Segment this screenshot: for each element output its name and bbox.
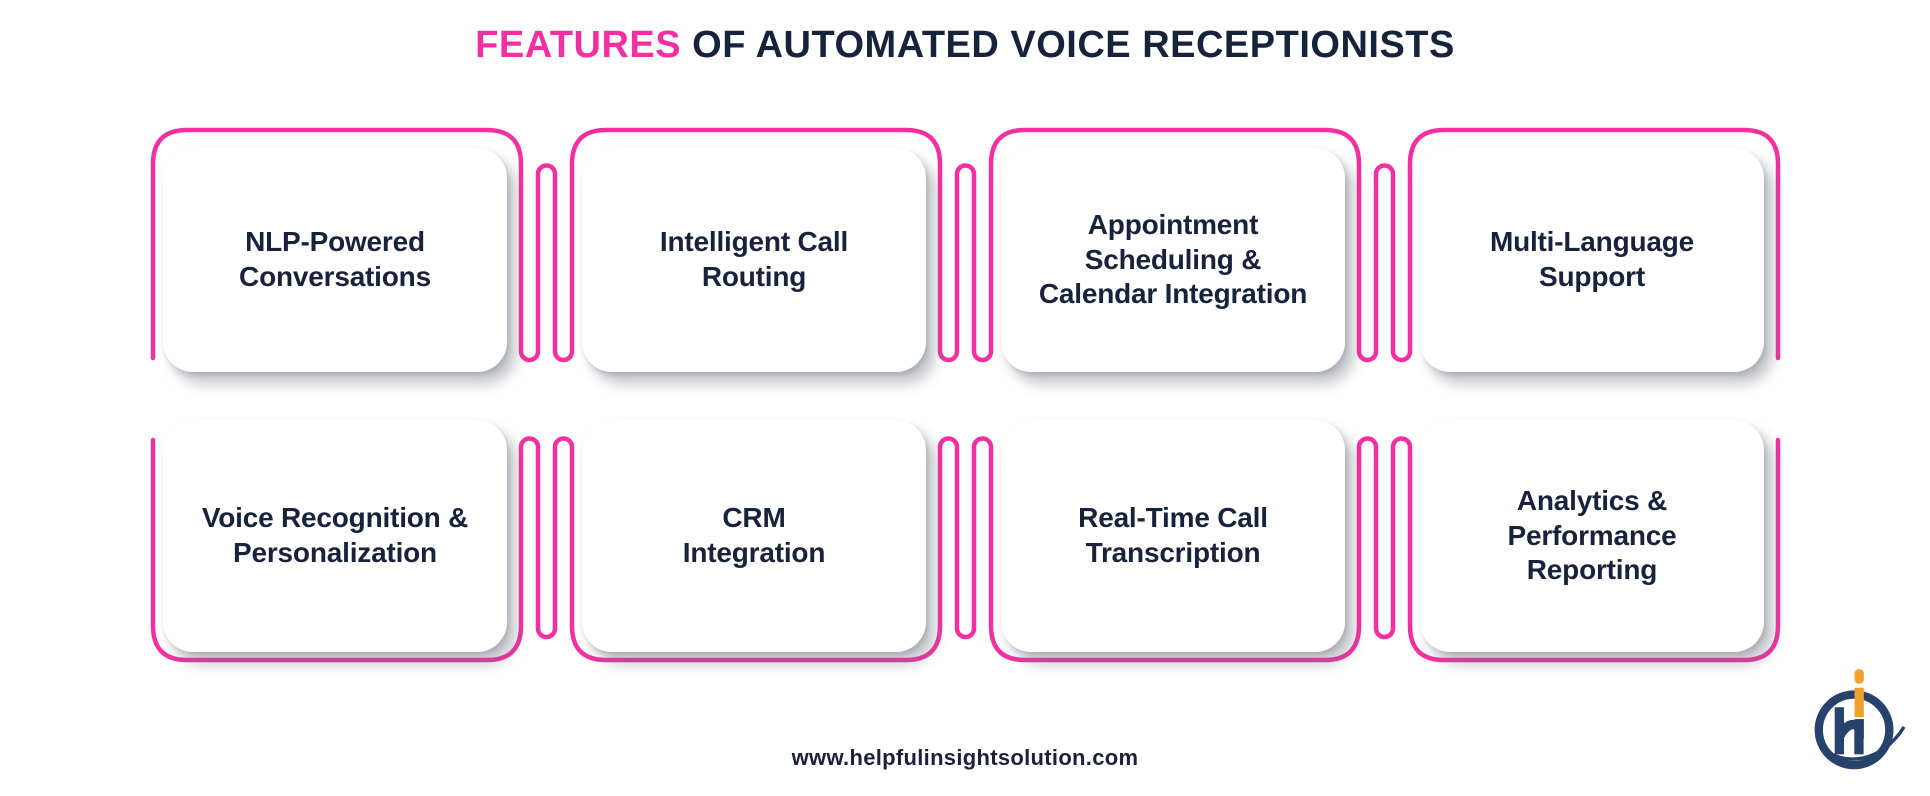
feature-card-label: Intelligent Call Routing: [659, 226, 849, 292]
feature-card-real-time-call-transcription: Real-Time Call Transcription: [1001, 420, 1345, 652]
feature-card-intelligent-call-routing: Intelligent Call Routing: [582, 148, 926, 372]
feature-card-label: NLP-Powered Conversations: [239, 226, 431, 292]
feature-card-voice-recognition-personalization: Voice Recognition & Personalization: [163, 420, 507, 652]
logo-ring: [1814, 690, 1894, 770]
helpful-insight-solution-logo-icon: [1814, 669, 1906, 770]
feature-card-label: Analytics & Performance Reporting: [1507, 484, 1677, 586]
logo-swoosh: [1819, 726, 1906, 761]
feature-card-label: Real-Time Call Transcription: [1078, 502, 1268, 568]
logo-letter-i-stem-orange: [1854, 687, 1864, 718]
logo-letter-i-stem-navy: [1854, 719, 1864, 739]
title-highlight: FEATURES: [475, 24, 682, 66]
feature-card-label: Voice Recognition & Personalization: [201, 502, 469, 568]
feature-card-label: Multi-Language Support: [1489, 226, 1695, 292]
page-title: FEATURES OF AUTOMATED VOICE RECEPTIONIST…: [0, 24, 1930, 67]
logo-letter-i-dot: [1854, 669, 1864, 684]
feature-card-multi-language-support: Multi-Language Support: [1420, 148, 1764, 372]
feature-card-label: Appointment Scheduling & Calendar Integr…: [1038, 208, 1308, 310]
website-url: www.helpfulinsightsolution.com: [791, 745, 1139, 770]
feature-card-crm-integration: CRM Integration: [582, 420, 926, 652]
feature-card-analytics-performance-reporting: Analytics & Performance Reporting: [1420, 420, 1764, 652]
feature-card-nlp-powered-conversations: NLP-Powered Conversations: [163, 148, 507, 372]
title-rest: OF AUTOMATED VOICE RECEPTIONISTS: [681, 24, 1455, 66]
feature-card-label: CRM Integration: [682, 502, 826, 568]
feature-card-appointment-scheduling: Appointment Scheduling & Calendar Integr…: [1001, 148, 1345, 372]
